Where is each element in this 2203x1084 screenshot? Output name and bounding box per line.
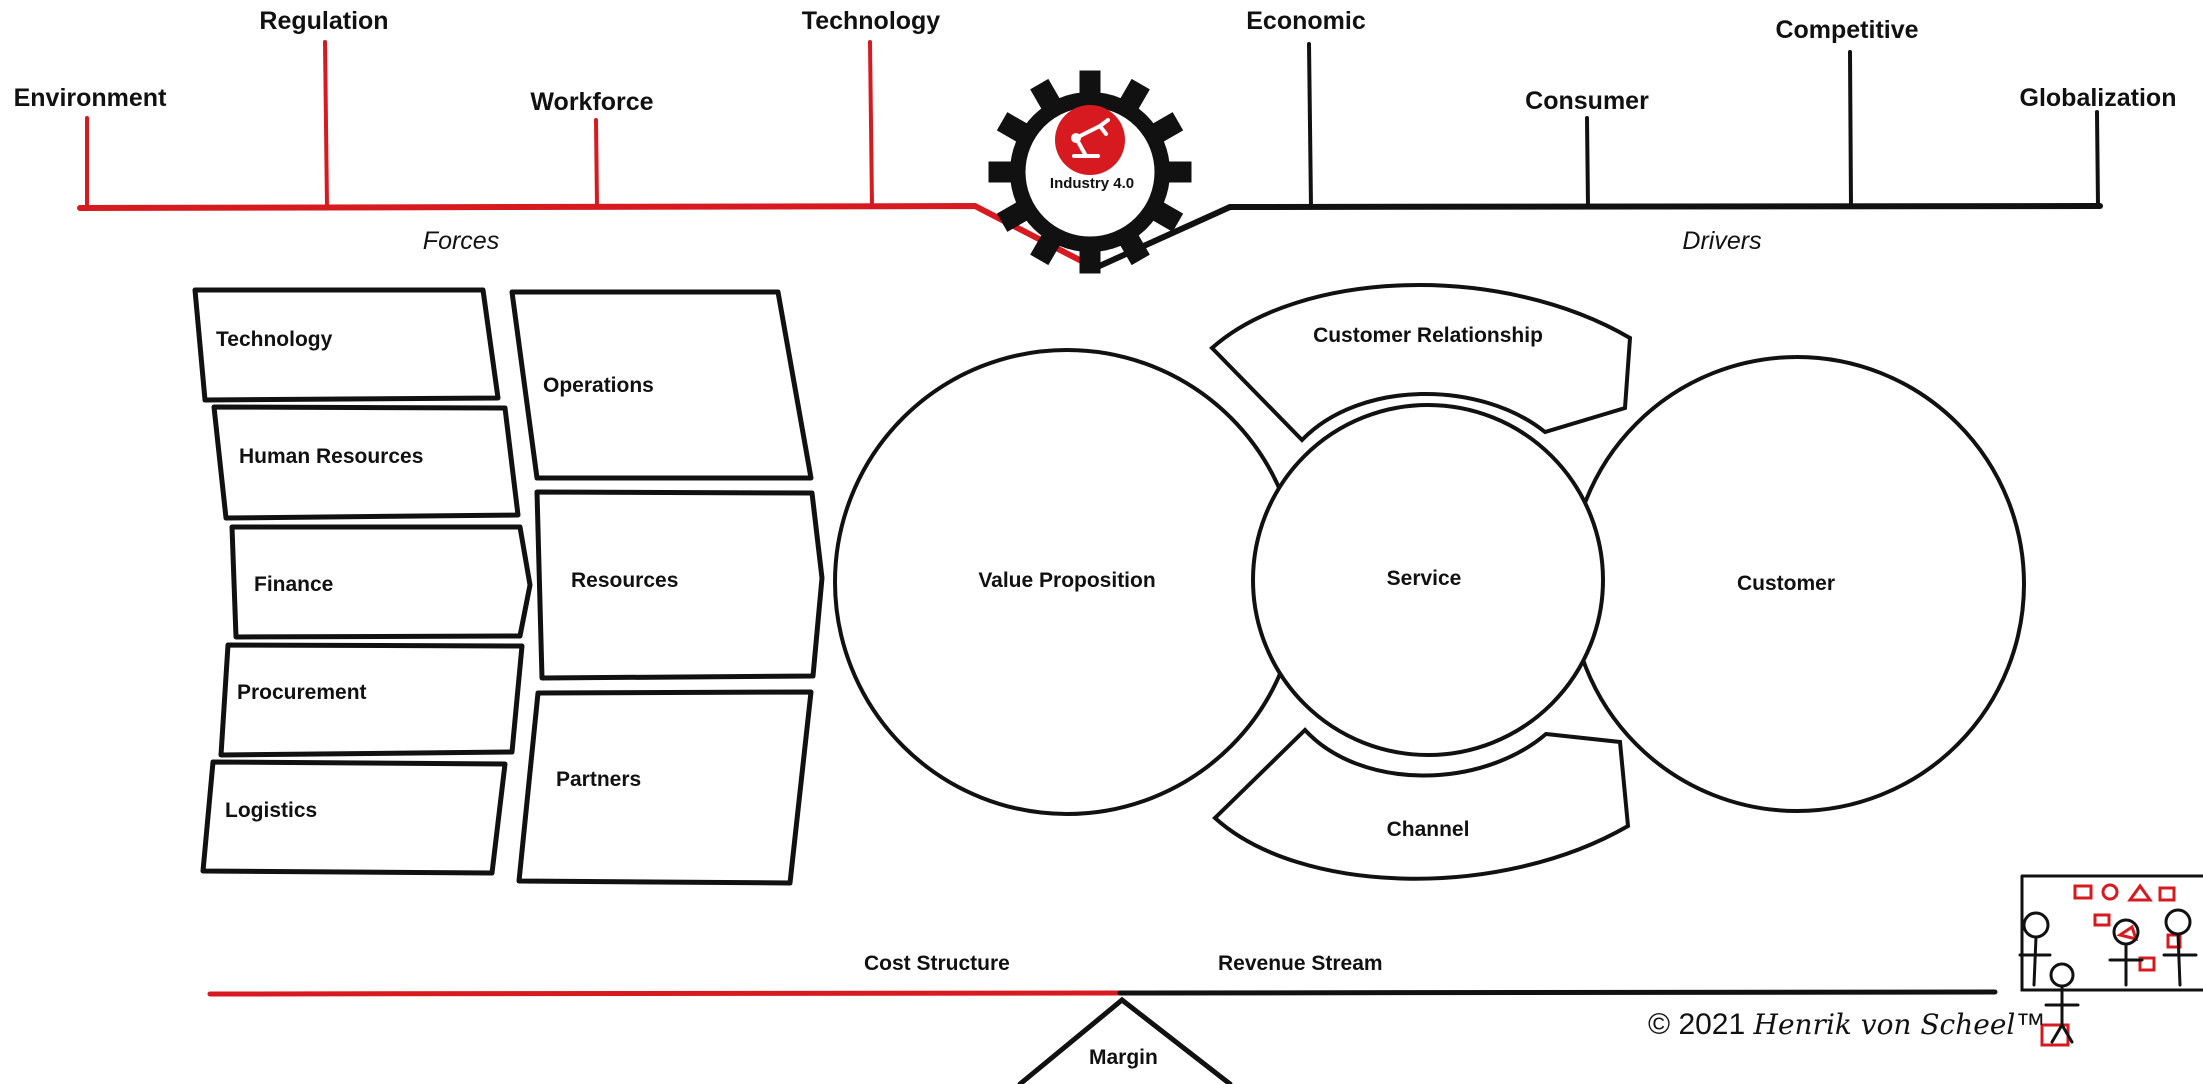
- cost-structure-label: Cost Structure: [864, 952, 1010, 975]
- force-label-technology: Technology: [801, 7, 941, 35]
- core-boxes: [509, 289, 825, 886]
- copyright-year: © 2021: [1648, 1008, 1746, 1041]
- drivers-caption: Drivers: [1682, 227, 1762, 255]
- industry-hub-label: Industry 4.0: [1049, 175, 1135, 192]
- team-sketch-illustration: [2018, 874, 2203, 1047]
- circle-shapes: [833, 283, 2026, 881]
- trademark-symbol: ™: [2015, 1008, 2046, 1041]
- copyright-notice: © 2021 Henrik von Scheel™: [1648, 1008, 2045, 1042]
- force-label-environment: Environment: [13, 84, 167, 112]
- industry-gear-icon: [988, 70, 1192, 274]
- service-label: Service: [1386, 567, 1462, 590]
- core-item-partners: Partners: [556, 768, 642, 791]
- force-label-workforce: Workforce: [530, 88, 654, 116]
- support-item-logistics: Logistics: [225, 799, 318, 822]
- forces-caption: Forces: [422, 227, 500, 255]
- customer-relationship-label: Customer Relationship: [1313, 324, 1543, 347]
- support-item-finance: Finance: [254, 573, 334, 596]
- support-boxes: [192, 287, 533, 876]
- support-item-technology: Technology: [216, 328, 333, 351]
- customer-label: Customer: [1736, 572, 1836, 595]
- driver-label-competitive: Competitive: [1775, 16, 1919, 44]
- support-item-procurement: Procurement: [237, 681, 367, 704]
- balance-beam: [207, 989, 1998, 1084]
- force-label-regulation: Regulation: [259, 7, 389, 35]
- margin-label: Margin: [1089, 1046, 1158, 1069]
- core-item-resources: Resources: [571, 569, 679, 592]
- robot-arm-icon: [1071, 118, 1110, 158]
- driver-label-consumer: Consumer: [1525, 87, 1649, 115]
- channel-label: Channel: [1386, 818, 1470, 841]
- driver-label-economic: Economic: [1246, 7, 1366, 35]
- drivers-line: [1092, 42, 2103, 271]
- value-proposition-label: Value Proposition: [978, 569, 1156, 592]
- revenue-stream-label: Revenue Stream: [1218, 952, 1383, 975]
- driver-label-globalization: Globalization: [2019, 84, 2177, 112]
- copyright-author-signature: Henrik von Scheel: [1753, 1008, 2016, 1041]
- core-item-operations: Operations: [543, 374, 654, 397]
- forces-line: [77, 40, 1098, 271]
- support-item-human-resources: Human Resources: [239, 445, 424, 468]
